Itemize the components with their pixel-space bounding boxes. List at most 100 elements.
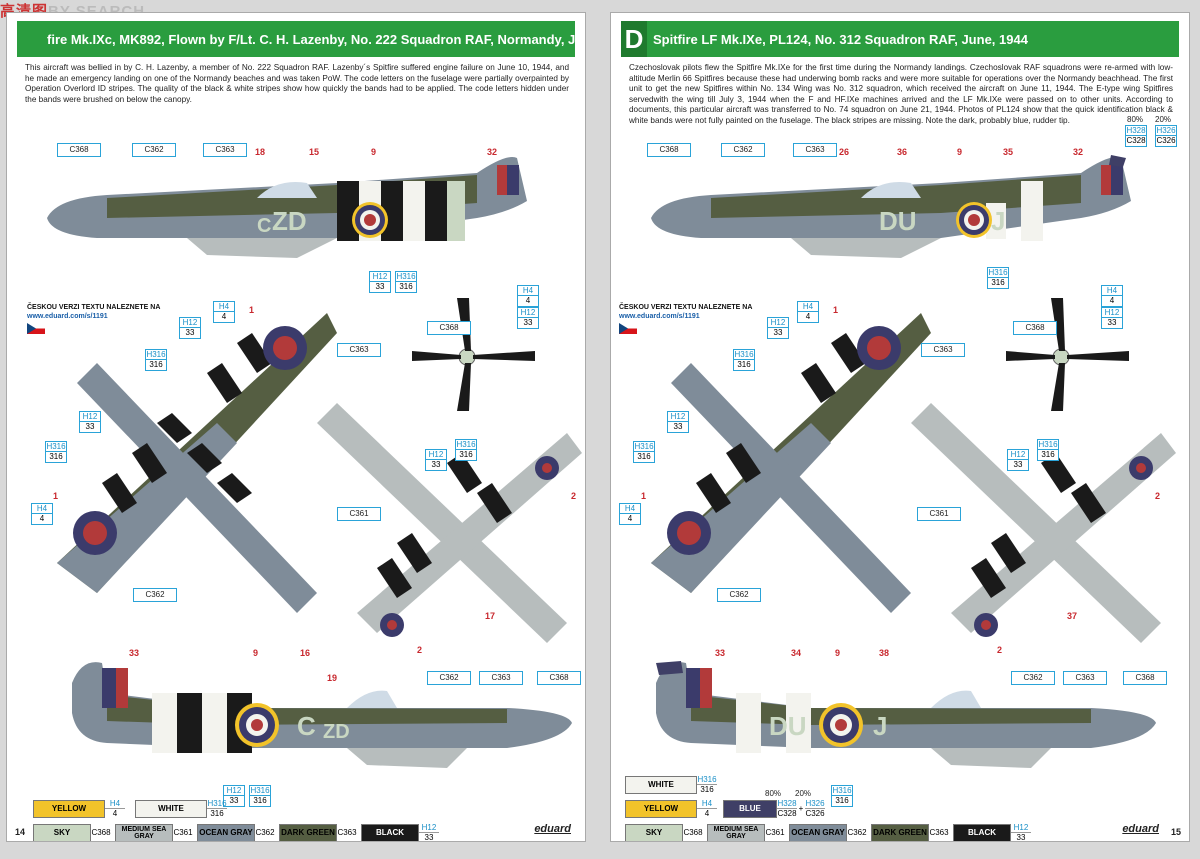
legend-swatch: WHITE [135, 799, 207, 818]
legend-swatch: WHITE [625, 775, 697, 794]
callout-number: 32 [1073, 147, 1084, 157]
side-code-text: ZD [272, 206, 307, 236]
czech-flag-icon [27, 323, 45, 334]
side-code-text: DU [879, 206, 917, 236]
callout-number: 34 [791, 648, 802, 658]
underside-view-drawing [317, 403, 582, 643]
color-callout: C368 [57, 143, 101, 157]
propeller-drawing [1006, 298, 1129, 411]
profile-description: Czechoslovak pilots flew the Spitfire Mk… [629, 63, 1173, 125]
legend-swatch: SKY [33, 823, 91, 841]
callout-number: 1 [53, 491, 59, 501]
color-callout: C362 [427, 671, 471, 685]
mix-percent: 80% [765, 789, 782, 798]
color-callout: C368 [1013, 321, 1057, 335]
callout-number: 2 [571, 491, 577, 501]
profile-header-c: fire Mk.IXc, MK892, Flown by F/Lt. C. H.… [17, 21, 575, 57]
color-callout: C363 [203, 143, 247, 157]
lower-code-left: C [297, 711, 316, 741]
profile-letter: D [621, 21, 647, 57]
color-callout: C362 [1011, 671, 1055, 685]
page-left: fire Mk.IXc, MK892, Flown by F/Lt. C. H.… [6, 12, 586, 842]
page-number: 15 [1170, 827, 1181, 837]
color-callout: C362 [132, 143, 176, 157]
callout-number: 18 [255, 147, 266, 157]
lower-code-right: ZD [323, 721, 350, 743]
profile-description: This aircraft was bellied in by C. H. La… [25, 63, 569, 104]
legend-code: C368 [91, 828, 111, 837]
side-letter-text: C [257, 215, 272, 237]
callout-number: 9 [253, 648, 259, 658]
legend-code: C362 [255, 828, 275, 837]
profile-title: fire Mk.IXc, MK892, Flown by F/Lt. C. H.… [47, 31, 575, 47]
legend-swatch: SKY [625, 823, 683, 841]
color-legend: SKY C368 MEDIUM SEA GRAY C361 OCEAN GRAY… [33, 823, 439, 841]
czech-flag-icon [619, 323, 637, 334]
legend-swatch: YELLOW [625, 799, 697, 818]
profile-title: Spitfire LF Mk.IXe, PL124, No. 312 Squad… [653, 31, 1028, 47]
callout-number: 16 [300, 648, 311, 658]
side-letter-text: J [991, 206, 1006, 236]
legend-code: C368 [683, 828, 703, 837]
callout-number: 19 [327, 673, 338, 683]
callout-number: 1 [833, 305, 839, 315]
callout-number: 17 [485, 611, 496, 621]
color-callout: C361 [337, 507, 381, 521]
color-callout: C363 [1063, 671, 1107, 685]
legend-swatch: DARK GREEN [279, 823, 337, 841]
underside-view-drawing [911, 403, 1176, 643]
callout-number: 9 [957, 147, 963, 157]
side-profile-drawing-right [72, 662, 572, 768]
legend-swatch: BLACK [361, 823, 419, 841]
callout-number: 2 [417, 645, 423, 655]
eduard-logo: eduard [1122, 823, 1159, 835]
mix-percent: 80% [1127, 115, 1144, 124]
callout-number: 38 [879, 648, 890, 658]
legend-swatch: BLUE [723, 799, 777, 818]
color-callout: C363 [337, 343, 381, 357]
color-callout: C363 [479, 671, 523, 685]
legend-swatch: MEDIUM SEA GRAY [115, 823, 173, 841]
callout-number: 1 [249, 305, 255, 315]
legend-swatch: MEDIUM SEA GRAY [707, 823, 765, 841]
eduard-logo: eduard [534, 823, 571, 835]
callout-number: 2 [997, 645, 1003, 655]
mix-percent: 20% [795, 789, 812, 798]
callout-number: 2 [1155, 491, 1161, 501]
color-callout: C361 [917, 507, 961, 521]
czech-note: ČESKOU VERZI TEXTU NALEZNETE NA [27, 304, 161, 311]
legend-swatch: YELLOW [33, 799, 105, 818]
lower-code-left: DU [769, 711, 807, 741]
legend-code: C362 [847, 828, 867, 837]
color-callout: C363 [921, 343, 965, 357]
page-right: D Spitfire LF Mk.IXe, PL124, No. 312 Squ… [610, 12, 1190, 842]
callout-number: 9 [835, 648, 841, 658]
